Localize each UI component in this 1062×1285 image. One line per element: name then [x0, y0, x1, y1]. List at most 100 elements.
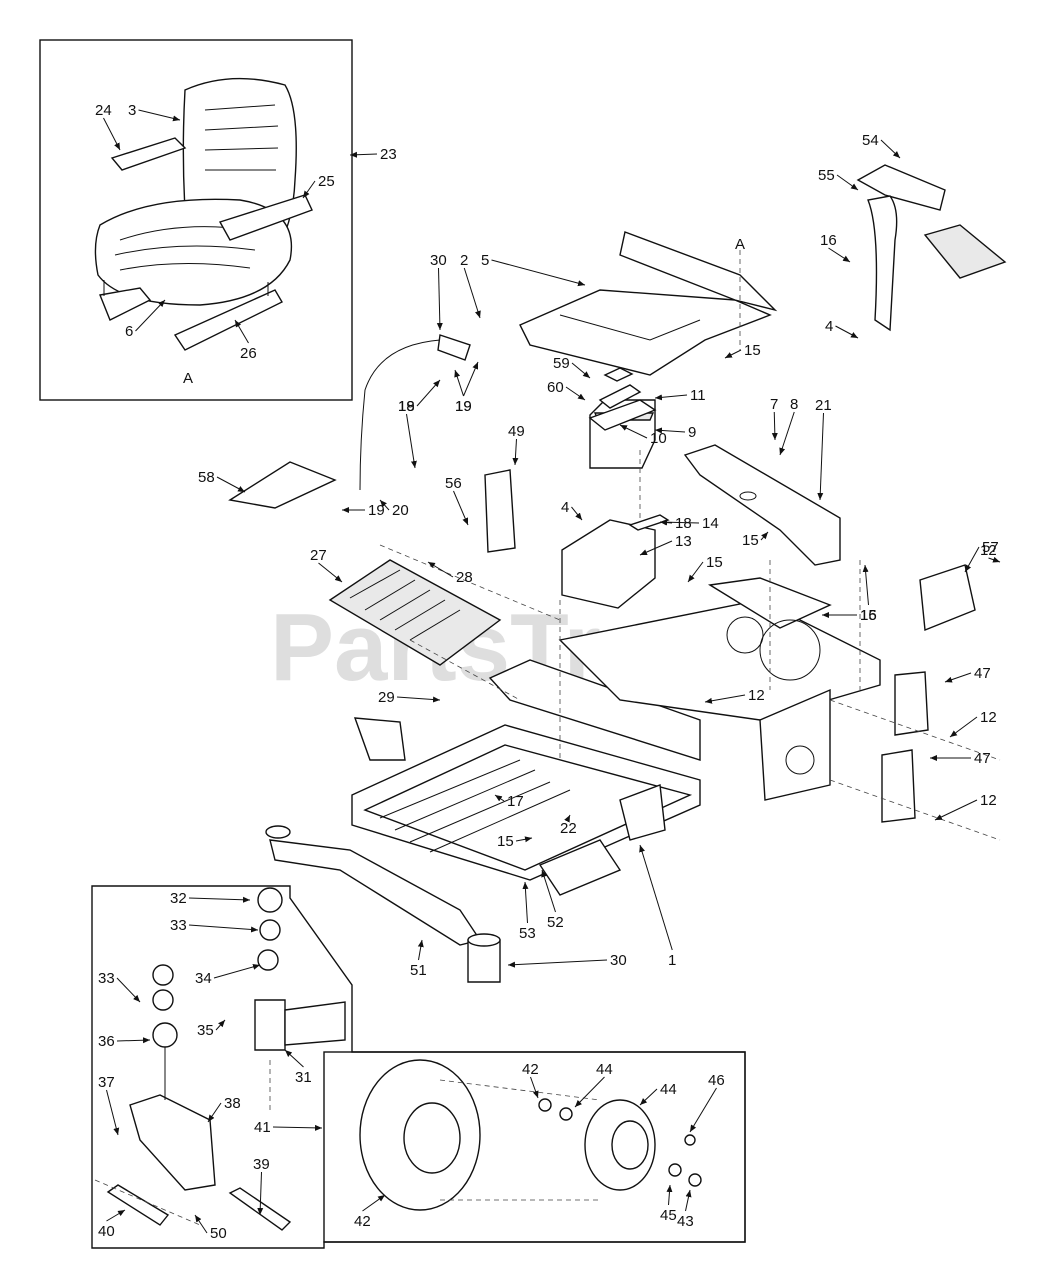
callout-15: 15 [860, 607, 877, 624]
leader-33 [188, 924, 259, 933]
battery-cable [359, 339, 441, 491]
callout-22: 22 [560, 820, 577, 837]
leader-15 [760, 531, 769, 541]
callout-33: 33 [98, 970, 115, 987]
callout-43: 43 [677, 1213, 694, 1230]
callout-57: 57 [982, 539, 999, 556]
leader-20 [379, 499, 390, 511]
bracket-46 [894, 671, 929, 736]
leader-15 [687, 561, 704, 583]
leader-33 [116, 977, 141, 1003]
callout-55: 55 [818, 167, 835, 184]
callout-49: 49 [508, 423, 525, 440]
callout-47: 47 [974, 665, 991, 682]
callout-45: 45 [660, 1207, 677, 1224]
callout-25: 25 [318, 173, 335, 190]
callout-19: 19 [455, 398, 472, 415]
callout-35: 35 [197, 1022, 214, 1039]
callout-13: 13 [675, 533, 692, 550]
callout-7: 7 [770, 396, 778, 413]
leader-2 [463, 267, 481, 319]
leader-6 [135, 299, 166, 332]
leader-44 [574, 1076, 605, 1108]
leader-53 [522, 881, 529, 924]
callout-24: 24 [95, 102, 112, 119]
callout-30: 30 [430, 252, 447, 269]
leader-51 [417, 939, 424, 961]
callout-33: 33 [170, 917, 187, 934]
callout-23: 23 [380, 146, 397, 163]
hold-down-bracket [683, 444, 841, 566]
battery-group [561, 367, 670, 609]
bracket-57 [228, 461, 337, 509]
callout-40: 40 [98, 1223, 115, 1240]
leader-22 [564, 814, 571, 823]
wheel-sub-inset-box [323, 1051, 746, 1243]
seat-assembly [94, 77, 313, 351]
leader-12 [988, 556, 1001, 563]
leader-34 [213, 964, 261, 979]
callout-5: 5 [481, 252, 489, 269]
callout-56: 56 [445, 475, 462, 492]
leader-42 [530, 1076, 539, 1099]
callout-15: 15 [742, 532, 759, 549]
center-lines [94, 450, 1001, 1226]
callout-12: 12 [980, 709, 997, 726]
leader-1 [639, 844, 673, 951]
callout-15: 15 [706, 554, 723, 571]
leader-16 [862, 564, 869, 606]
callout-10: 10 [650, 430, 667, 447]
callout-36: 36 [98, 1033, 115, 1050]
leader-21 [817, 412, 824, 501]
leader-3 [138, 109, 181, 122]
leader-60 [565, 386, 586, 401]
leader-12 [934, 799, 978, 821]
leader-30 [507, 959, 608, 968]
callout-32: 32 [170, 890, 187, 907]
leader-49 [512, 438, 519, 466]
callout-42: 42 [354, 1213, 371, 1230]
leader-28 [427, 561, 454, 578]
callout-6: 6 [125, 323, 133, 340]
leader-37 [106, 1089, 120, 1136]
callout-4: 4 [561, 499, 569, 516]
callout-19: 19 [368, 502, 385, 519]
leader-54 [880, 139, 901, 159]
leader-45 [666, 1184, 673, 1206]
callout-21: 21 [815, 397, 832, 414]
leader-41 [272, 1124, 323, 1131]
leader-12 [704, 694, 746, 704]
callout-12: 12 [748, 687, 765, 704]
leader-7 [771, 411, 778, 441]
leader-4 [835, 325, 859, 339]
leader-52 [541, 869, 556, 913]
leader-56 [453, 490, 469, 526]
leader-4 [571, 506, 583, 521]
view-letter-a-seat: A [183, 370, 193, 387]
leader-30 [436, 267, 443, 331]
callout-60: 60 [547, 379, 564, 396]
leader-15 [724, 349, 742, 359]
callout-1: 1 [668, 952, 676, 969]
leader-36 [116, 1037, 151, 1044]
callout-15: 15 [497, 833, 514, 850]
leader-42 [362, 1194, 386, 1212]
callout-26: 26 [240, 345, 257, 362]
leader-38 [207, 1102, 222, 1123]
callout-12: 12 [980, 792, 997, 809]
callout-44: 44 [660, 1081, 677, 1098]
leader-25 [302, 180, 316, 199]
leader-16 [828, 247, 851, 263]
callout-11: 11 [690, 387, 706, 404]
leader-9 [654, 427, 686, 434]
callout-18: 18 [675, 515, 692, 532]
callout-8: 8 [790, 396, 798, 413]
callout-42: 42 [522, 1061, 539, 1078]
callout-34: 34 [195, 970, 212, 987]
callout-52: 52 [547, 914, 564, 931]
leader-40 [106, 1209, 126, 1222]
callout-39: 39 [253, 1156, 270, 1173]
